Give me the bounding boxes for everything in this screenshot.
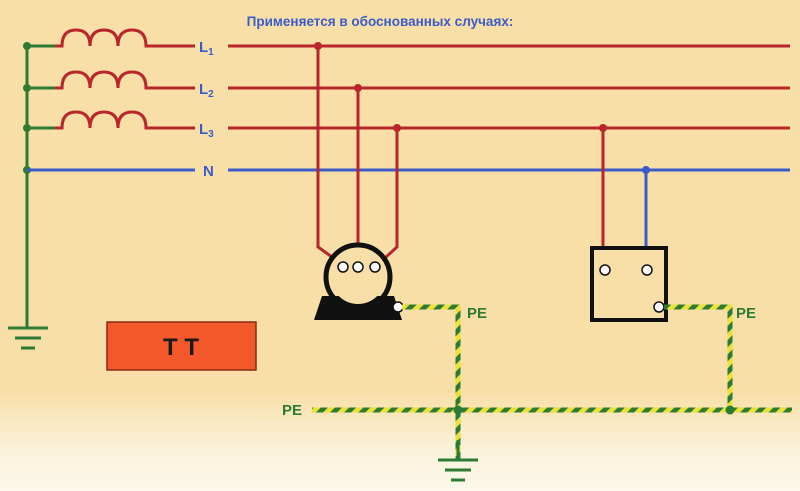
label-l1: L1 (199, 39, 214, 58)
ground-symbol-icon (8, 326, 48, 350)
pe-label-box: PE (736, 305, 756, 322)
coil-icon (55, 70, 195, 90)
label-n: N (203, 163, 214, 180)
source-ground-bar (23, 42, 55, 328)
label-l3: L3 (199, 121, 214, 140)
motor-taps (316, 46, 399, 269)
system-badge: T T (106, 321, 257, 371)
label-l2: L2 (199, 81, 214, 100)
system-badge-text: T T (163, 334, 199, 361)
pe-conductors (312, 304, 792, 460)
pe-label-bus: PE (282, 402, 302, 419)
header-note: Применяется в обоснованных случаях: (247, 14, 514, 29)
ground-symbol-icon (438, 440, 478, 482)
socket-box-icon (590, 246, 668, 322)
coil-icon (55, 110, 195, 130)
coil-icon (55, 28, 195, 48)
motor-icon (314, 242, 404, 320)
pe-label-motor: PE (467, 305, 487, 322)
